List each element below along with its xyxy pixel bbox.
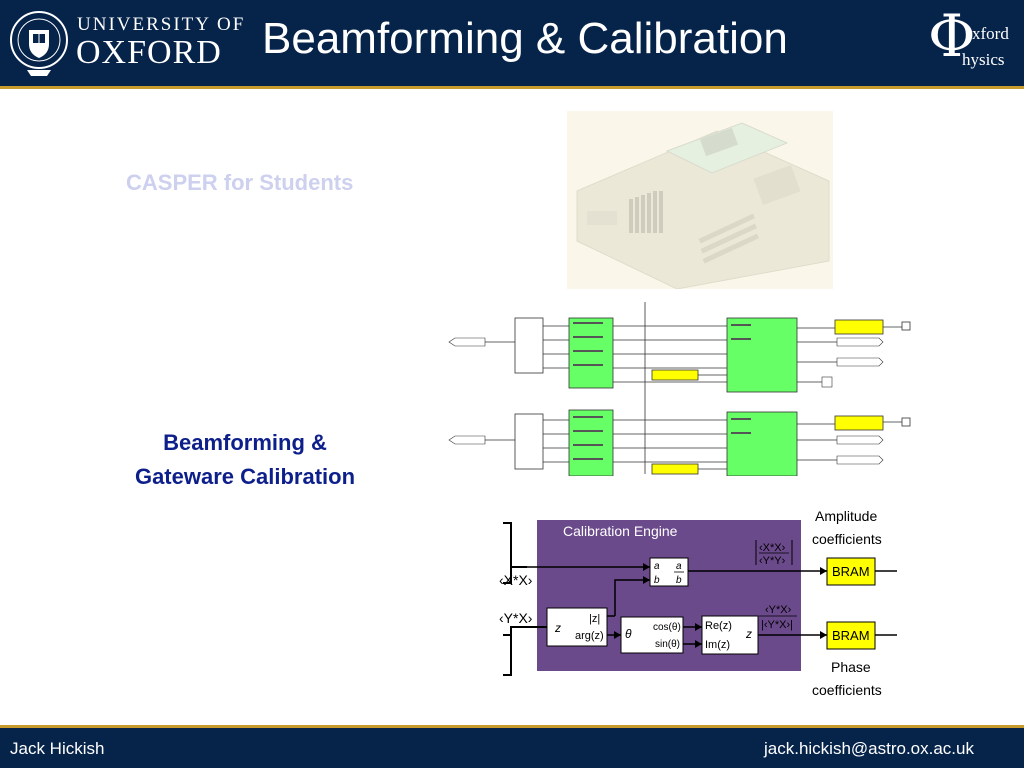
bram-phase-block [826, 621, 876, 650]
university-of-text: UNIVERSITY OF [77, 14, 246, 35]
beamforming-label-line2: Gateware Calibration [134, 464, 356, 489]
beamforming-label: Beamforming & Gateware Calibration [110, 426, 380, 494]
phi-icon: Φ [928, 2, 976, 70]
divider-frac-bottom: b [676, 575, 682, 586]
bram-phase-label: BRAM [832, 628, 870, 643]
physics-logo-line2: hysics [962, 50, 1005, 69]
input-xx-label: ‹X*X› [499, 572, 533, 588]
cos-label: cos(θ) [653, 622, 681, 633]
re-label: Re(z) [705, 620, 732, 632]
complex-output-z: z [745, 627, 752, 641]
theta-label: θ [625, 627, 632, 641]
footer-email: jack.hickish@astro.ox.ac.uk [763, 739, 974, 758]
header-divider [0, 86, 1024, 89]
im-label: Im(z) [705, 639, 730, 651]
calibration-engine-diagram: Calibration Engine ‹X*X› ‹Y*X› a b a b z… [499, 508, 897, 698]
divider-input-a: a [654, 561, 660, 572]
oxford-wordmark: OXFORD [76, 34, 222, 71]
bram-amplitude-block [826, 557, 876, 586]
polar-arg-label: arg(z) [575, 630, 604, 642]
footer-author: Jack Hickish [10, 739, 105, 758]
phase-denominator: |‹Y*X›| [761, 619, 793, 631]
divider-input-b: b [654, 575, 660, 586]
amplitude-numerator: ‹X*X› [759, 542, 786, 554]
amplitude-coefficients-label: coefficients [812, 531, 882, 547]
amplitude-denominator: ‹Y*Y› [759, 555, 786, 567]
polar-block [546, 607, 608, 647]
footer-divider [0, 725, 1024, 728]
phase-coefficients-label: coefficients [812, 682, 882, 698]
divider-frac-top: a [676, 561, 682, 572]
fpga-board-image [567, 111, 833, 289]
polar-abs-label: |z| [589, 613, 600, 625]
sin-label: sin(θ) [655, 639, 680, 650]
oxford-physics-logo: Φ xford hysics [928, 2, 1020, 78]
phase-numerator: ‹Y*X› [765, 604, 792, 616]
page-title: Beamforming & Calibration [262, 14, 788, 63]
physics-logo-line1: xford [972, 24, 1009, 43]
input-yx-label: ‹Y*X› [499, 610, 533, 626]
bram-amplitude-label: BRAM [832, 564, 870, 579]
beamforming-label-line1: Beamforming & [163, 430, 327, 455]
oxford-crest-icon [10, 11, 68, 76]
trig-block [620, 616, 684, 654]
divider-block [649, 557, 689, 587]
slide-header: UNIVERSITY OF OXFORD Beamforming & Calib… [0, 0, 1024, 86]
polar-input-z: z [554, 621, 561, 635]
amplitude-label: Amplitude [815, 508, 877, 524]
slide-footer: Jack Hickish jack.hickish@astro.ox.ac.uk [0, 728, 1024, 768]
phase-label: Phase [831, 659, 871, 675]
casper-label: CASPER for Students [126, 170, 354, 195]
calibration-engine-title: Calibration Engine [563, 523, 678, 539]
simulink-beamformer-diagram [447, 298, 912, 476]
